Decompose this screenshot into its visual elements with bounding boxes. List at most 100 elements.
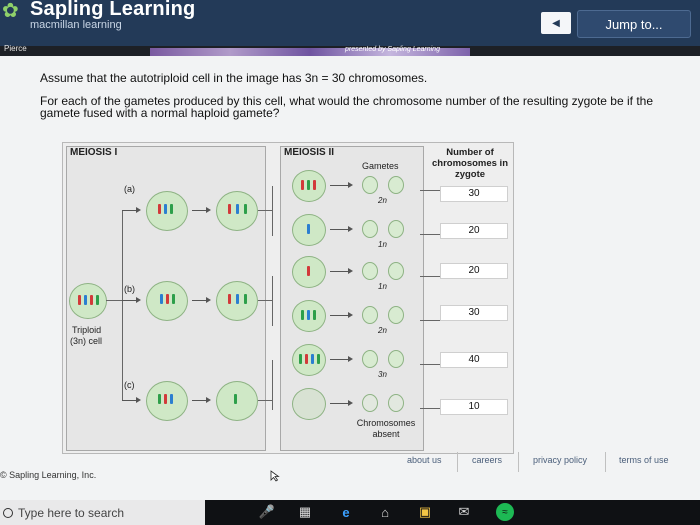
- footer-link-privacy[interactable]: privacy policy: [533, 455, 588, 465]
- chromosome: [299, 354, 302, 364]
- result-connector: [420, 408, 440, 409]
- arrowhead: [348, 356, 353, 362]
- result-connector: [420, 190, 440, 191]
- zygote-number-box[interactable]: 30: [440, 305, 508, 321]
- footer-link-careers[interactable]: careers: [472, 455, 503, 465]
- edge-browser-icon[interactable]: e: [342, 504, 350, 520]
- gametes-label: Gametes: [362, 161, 399, 171]
- gamete: [388, 220, 404, 238]
- meiosis-2-connector: [258, 300, 272, 301]
- mouse-cursor-icon: [270, 470, 280, 482]
- chromosome: [307, 310, 310, 320]
- chromosome: [160, 294, 163, 304]
- zygote-number-box[interactable]: 30: [440, 186, 508, 202]
- meiosis-2-cell-5: [292, 344, 326, 376]
- zygote-number-box[interactable]: 10: [440, 399, 508, 415]
- zygote-number-box[interactable]: 40: [440, 352, 508, 368]
- spotify-icon[interactable]: ≈: [496, 503, 514, 521]
- meiosis-2-connector: [258, 400, 272, 401]
- taskbar-search-box[interactable]: [0, 500, 205, 525]
- meiosis-2-connector: [272, 360, 273, 410]
- chromosome: [228, 204, 231, 214]
- store-icon[interactable]: ⌂: [381, 504, 389, 520]
- meiosis-2-connector: [258, 210, 272, 211]
- chromosome: [307, 266, 310, 276]
- arrow: [192, 300, 206, 301]
- arrow: [330, 359, 348, 360]
- result-connector: [420, 234, 440, 235]
- course-tag: Pierce: [4, 44, 27, 53]
- gamete-level-label: 2n: [378, 196, 387, 205]
- arrow: [330, 271, 348, 272]
- task-view-icon[interactable]: ▦: [298, 504, 312, 519]
- file-explorer-icon[interactable]: ▣: [418, 504, 432, 519]
- meiosis-2-cell-6: [292, 388, 326, 420]
- branch-line: [106, 300, 122, 301]
- result-connector: [420, 320, 440, 321]
- zygote-number-header: Number of chromosomes in zygote: [431, 147, 509, 180]
- previous-button[interactable]: ◀: [541, 12, 571, 34]
- arrow: [330, 403, 348, 404]
- arrowhead: [348, 268, 353, 274]
- chromosome: [301, 180, 304, 190]
- sapling-logo-icon: ✿: [2, 0, 19, 22]
- brand-title: Sapling Learning: [30, 0, 196, 20]
- footer-link-terms[interactable]: terms of use: [619, 455, 669, 465]
- question-line-2: For each of the gametes produced by this…: [40, 94, 654, 120]
- triploid-sublabel: (3n) cell: [70, 336, 103, 346]
- meiosis-2-title: MEIOSIS II: [284, 147, 335, 158]
- presented-by-label: presented by Sapling Learning: [345, 46, 440, 53]
- path-a-label: (a): [124, 184, 135, 194]
- chromosome: [307, 224, 310, 234]
- chromosome: [172, 294, 175, 304]
- arrowhead: [348, 400, 353, 406]
- path-c-label: (c): [124, 380, 135, 390]
- result-connector: [420, 276, 440, 277]
- gamete: [362, 220, 378, 238]
- arrow: [192, 210, 206, 211]
- copyright: © Sapling Learning, Inc.: [0, 470, 97, 480]
- triploid-label: Triploid: [72, 325, 102, 335]
- meiosis-1-cell-c1: [146, 381, 188, 421]
- chromosome: [244, 204, 247, 214]
- meiosis-2-connector: [272, 186, 273, 236]
- mail-icon[interactable]: ✉: [458, 504, 470, 519]
- chromosome: [78, 295, 81, 305]
- gamete: [362, 394, 378, 412]
- chromosome: [90, 295, 93, 305]
- jump-to-button[interactable]: Jump to...: [577, 10, 691, 38]
- chromosome: [158, 204, 161, 214]
- brand-subtitle: macmillan learning: [30, 19, 122, 31]
- chromosome: [164, 204, 167, 214]
- decorative-stripe: [150, 48, 470, 56]
- gamete: [362, 262, 378, 280]
- chromosome: [84, 295, 87, 305]
- footer-separator: [457, 452, 458, 472]
- footer-separator: [518, 452, 519, 472]
- chromosome: [236, 294, 239, 304]
- arrowhead: [136, 397, 141, 403]
- footer-link-about[interactable]: about us: [407, 455, 442, 465]
- arrowhead: [136, 297, 141, 303]
- footer-separator: [605, 452, 606, 472]
- path-b-label: (b): [124, 284, 135, 294]
- result-connector: [420, 364, 440, 365]
- gamete: [362, 350, 378, 368]
- taskbar-search-placeholder: Type here to search: [18, 506, 125, 520]
- microphone-icon[interactable]: 🎤: [258, 504, 276, 519]
- arrow: [122, 300, 136, 301]
- zygote-number-box[interactable]: 20: [440, 223, 508, 239]
- chromosome: [301, 310, 304, 320]
- gamete: [362, 306, 378, 324]
- gamete: [388, 176, 404, 194]
- gamete-level-label: 1n: [378, 240, 387, 249]
- zygote-number-box[interactable]: 20: [440, 263, 508, 279]
- branch-line: [122, 210, 123, 400]
- question-line-1: Assume that the autotriploid cell in the…: [40, 71, 428, 85]
- meiosis-2-cell-3: [292, 256, 326, 288]
- chromosome: [236, 204, 239, 214]
- arrowhead: [206, 207, 211, 213]
- meiosis-1-cell-c2: [216, 381, 258, 421]
- search-icon: [3, 508, 13, 518]
- arrowhead: [136, 207, 141, 213]
